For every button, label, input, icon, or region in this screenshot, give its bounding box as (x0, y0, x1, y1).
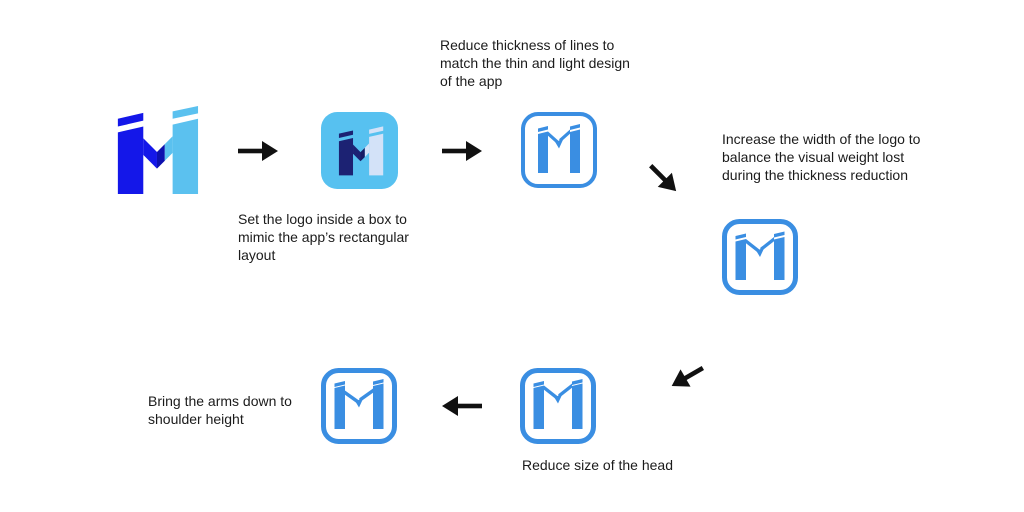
logo-left-bar (538, 131, 548, 173)
note-reduce-thickness: Reduce thickness of lines to match the t… (440, 37, 630, 89)
logo-left-arm (353, 144, 361, 162)
arrow-head (262, 141, 278, 161)
logo-right-cap (369, 126, 384, 134)
logo-right-arm (558, 383, 572, 399)
logo-right-bar (172, 118, 199, 194)
logo-right-bar (373, 383, 384, 429)
logo-right-arm (760, 237, 774, 252)
arrow-head (442, 396, 458, 416)
logo-right-arm (364, 143, 370, 157)
logo-small-head-icon (520, 368, 596, 444)
logo-right-arm (559, 129, 570, 144)
logo-outline-box (321, 368, 397, 444)
arrow-down-right-icon (649, 164, 677, 192)
arrow-shaft (442, 148, 471, 154)
note-set-logo: Set the logo inside a box to mimic the a… (238, 211, 409, 263)
logo-box (321, 112, 398, 189)
logo-vertex (555, 139, 563, 149)
logo-vertex (554, 394, 562, 404)
logo-fold (360, 147, 365, 162)
logo-left-cap (338, 130, 354, 139)
arrow-head (657, 172, 677, 192)
logo-right-cap (373, 379, 384, 385)
logo-left-cap (538, 126, 548, 132)
arrow-head (466, 141, 482, 161)
logo-right-bar (369, 133, 384, 176)
logo-left-arm (143, 138, 157, 169)
logo-wide-icon (722, 219, 798, 295)
logo-left-cap (735, 233, 746, 240)
arrow-shaft (453, 403, 482, 409)
logo-left-bar (117, 126, 144, 194)
logo-left-bar (334, 385, 345, 429)
logo-fold (156, 144, 165, 169)
note-reduce-head: Reduce size of the head (522, 457, 673, 473)
logo-thin-icon (521, 112, 597, 188)
arrow-left-icon (442, 396, 482, 416)
logo-right-cap (172, 106, 199, 119)
logo-left-bar (533, 385, 544, 429)
logo-left-cap (117, 112, 144, 127)
logo-right-cap (572, 379, 583, 385)
logo-left-cap (533, 381, 544, 387)
arrow-shaft (680, 366, 705, 383)
logo-right-bar (774, 237, 785, 280)
logo-left-cap (334, 381, 345, 387)
arrow-right-icon (238, 141, 278, 161)
arrow-head (671, 369, 691, 387)
arrow-shaft (649, 164, 670, 185)
logo-left-bar (735, 239, 746, 280)
logo-vertex (355, 398, 363, 408)
logo-right-arm (164, 136, 173, 161)
logo-vertex (756, 248, 764, 257)
logo-right-cap (774, 231, 785, 238)
arrow-right-icon (442, 141, 482, 161)
logo-left-bar (338, 138, 354, 176)
logo-left-arm (544, 385, 558, 401)
logo-right-bar (572, 383, 583, 429)
arrow-shaft (238, 148, 267, 154)
logo-outline-box (722, 219, 798, 295)
logo-original-icon (117, 106, 199, 194)
note-bring-arms: Bring the arms down to shoulder height (148, 393, 292, 427)
logo-right-bar (570, 129, 580, 173)
logo-left-arm (746, 239, 760, 254)
logo-arms-shoulder-icon (321, 368, 397, 444)
logo-outline-box (520, 368, 596, 444)
logo-right-cap (570, 124, 580, 130)
logo-boxed-icon (321, 112, 398, 189)
note-increase-width: Increase the width of the logo to balanc… (722, 131, 921, 183)
arrow-down-left-icon (671, 366, 705, 387)
logo-outline-box (521, 112, 597, 188)
